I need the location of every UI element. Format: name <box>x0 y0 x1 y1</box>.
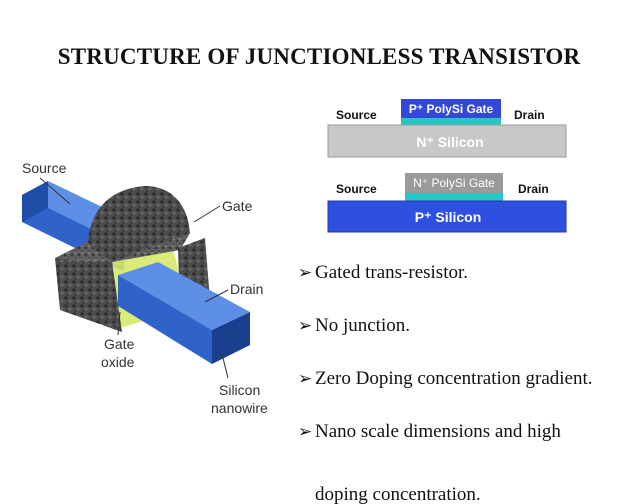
arrow-bullet-icon: ➢ <box>298 263 313 282</box>
label-drain-3d: Drain <box>230 281 263 297</box>
nanowire-3d-diagram: Source Gate Drain Gate oxide Silicon nan… <box>22 160 268 416</box>
label-silicon-2: nanowire <box>211 400 268 416</box>
nanowire-drain-top <box>118 262 250 330</box>
slide-title: STRUCTURE OF JUNCTIONLESS TRANSISTOR <box>57 44 581 69</box>
bullet-item: ➢Gated trans-resistor. <box>298 262 469 283</box>
nanowire-source-end <box>22 181 48 222</box>
source-label-1: Source <box>336 108 377 122</box>
cross-section-p-type: N⁺ PolySi Gate Source Drain P⁺ Silicon <box>327 173 567 233</box>
gate-front-face <box>55 258 122 332</box>
source-label-2: Source <box>336 182 377 196</box>
gate-label-n: N⁺ PolySi Gate <box>413 176 495 190</box>
arrow-bullet-icon: ➢ <box>298 422 313 441</box>
n-silicon-label: N⁺ Silicon <box>416 134 483 150</box>
bullet-item: ➢Nano scale dimensions and high <box>298 421 561 442</box>
label-silicon-1: Silicon <box>219 382 260 398</box>
bullet-list: ➢Gated trans-resistor. ➢No junction. ➢Ze… <box>298 262 638 504</box>
label-gate-3d: Gate <box>222 198 253 214</box>
p-silicon-label: P⁺ Silicon <box>415 209 482 225</box>
drain-label-2: Drain <box>518 182 549 196</box>
structure-diagrams: Source Gate Drain Gate oxide Silicon nan… <box>22 99 567 416</box>
arrow-bullet-icon: ➢ <box>298 316 313 335</box>
gate-oxide-layer-2 <box>405 193 503 201</box>
p-silicon-body <box>327 200 567 233</box>
arrow-bullet-icon: ➢ <box>298 369 313 388</box>
gate-dome <box>88 186 190 262</box>
polysi-gate-p <box>401 99 501 118</box>
bullet-item: ➢No junction. <box>298 315 410 336</box>
bullet-item-continuation: doping concentration. <box>315 484 481 504</box>
label-gate-oxide-2: oxide <box>101 354 135 370</box>
nanowire-drain-end <box>212 312 250 364</box>
gate-oxide-layer <box>401 118 501 125</box>
nanowire-drain-front <box>118 275 212 364</box>
n-silicon-body <box>327 124 567 158</box>
gate-label-p: P⁺ PolySi Gate <box>409 102 494 116</box>
label-source-3d: Source <box>22 160 67 176</box>
cross-section-n-type: P⁺ PolySi Gate Source Drain N⁺ Silicon <box>327 99 567 158</box>
bullet-item: ➢Zero Doping concentration gradient. <box>298 368 593 389</box>
drain-label-1: Drain <box>514 108 545 122</box>
polysi-gate-n <box>405 173 503 193</box>
label-gate-oxide-1: Gate <box>104 336 135 352</box>
